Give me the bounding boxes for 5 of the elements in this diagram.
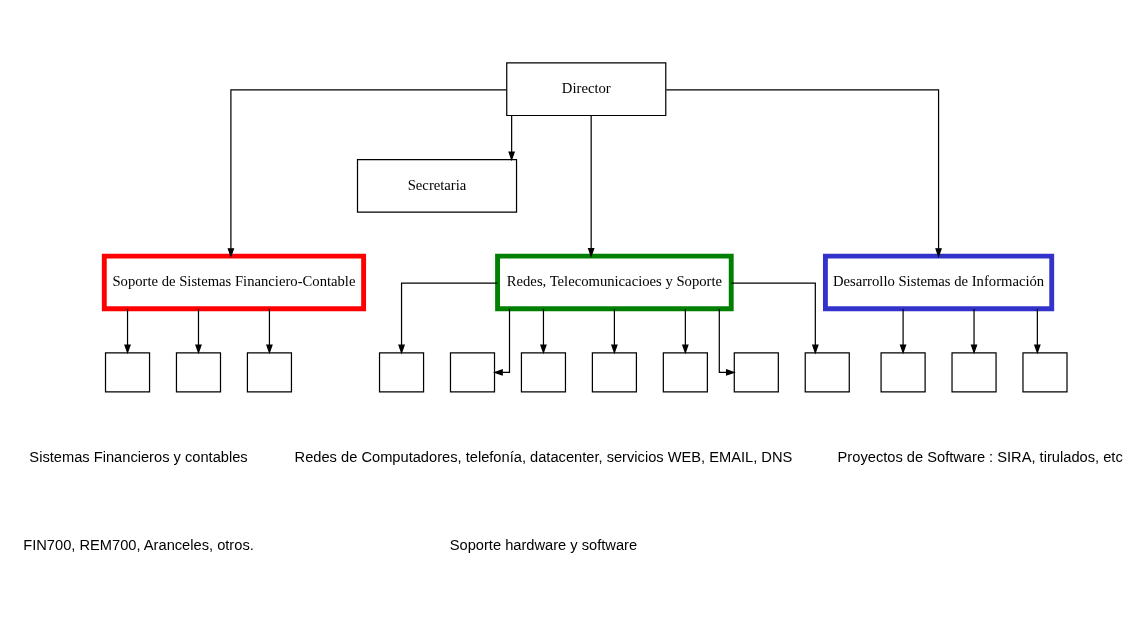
- label: Soporte hardware y software: [449, 536, 638, 553]
- label: Redes de Computadores, telefonía, datacenter, servicios WEB, EMAIL, DNS: [294, 448, 793, 465]
- label: FIN700, REM700, Aranceles, otros.: [23, 536, 254, 553]
- label: Proyectos de Software : SIRA, tirulados, etc: [837, 448, 1123, 465]
- label: Sistemas Financieros y contables: [29, 448, 248, 465]
